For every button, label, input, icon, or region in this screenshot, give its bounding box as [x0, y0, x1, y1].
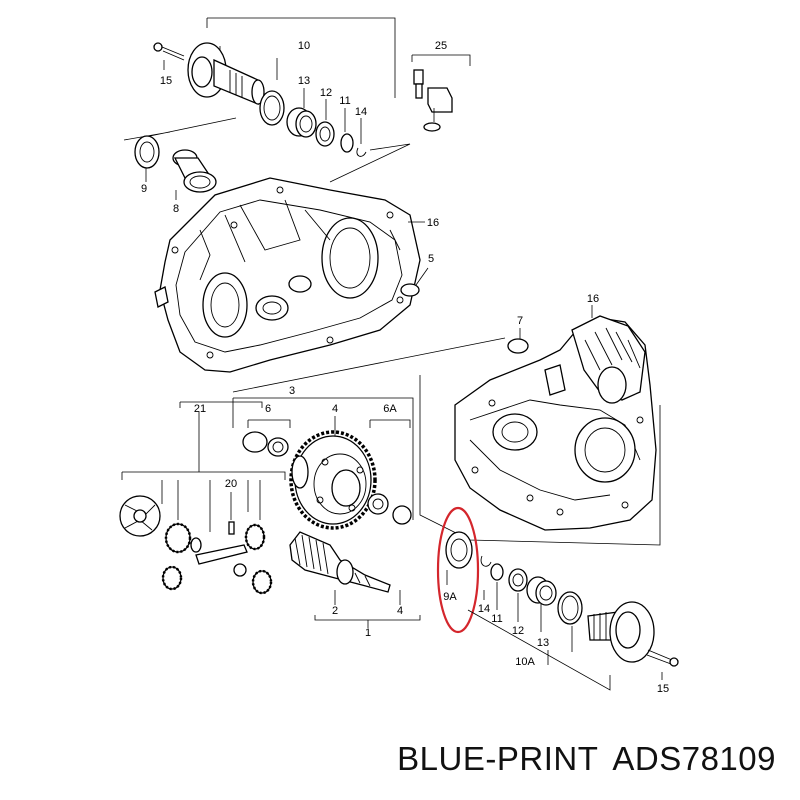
part-number: ADS78109 — [612, 740, 776, 777]
bearing-6a — [367, 493, 412, 525]
race-12b — [508, 568, 528, 592]
label-11a: 11 — [339, 95, 350, 107]
label-9A: 9A — [443, 591, 457, 603]
label-10A: 10A — [515, 656, 535, 668]
bearing-13b — [526, 576, 557, 606]
ring-gear-4 — [289, 430, 377, 530]
flange-10a — [587, 601, 655, 663]
washer-21b — [233, 563, 247, 577]
highlight-circle — [436, 506, 480, 634]
label-10: 10 — [298, 40, 310, 52]
label-8: 8 — [173, 203, 179, 215]
shim-11a — [340, 133, 354, 153]
label-4a: 4 — [332, 403, 338, 415]
label-20: 20 — [225, 478, 237, 490]
label-13b: 13 — [537, 637, 549, 649]
label-12a: 12 — [320, 87, 332, 99]
bevel-gear-21a — [164, 522, 192, 554]
label-1: 1 — [365, 627, 371, 639]
label-7: 7 — [517, 315, 523, 327]
label-14a: 14 — [355, 106, 367, 118]
seal-ring-b — [557, 591, 583, 625]
bolt-15b — [646, 649, 679, 667]
o-ring-7 — [507, 338, 529, 354]
part-caption: BLUE-PRINT ADS78109 — [397, 740, 776, 778]
flange-10 — [187, 42, 265, 105]
label-5: 5 — [428, 253, 434, 265]
diff-case-21 — [119, 495, 161, 537]
label-3: 3 — [289, 385, 295, 397]
shim-11b — [490, 563, 504, 581]
o-ring-5 — [400, 283, 420, 297]
bolt-15 — [153, 42, 185, 61]
label-2: 2 — [332, 605, 338, 617]
top-flange-assembly — [123, 17, 411, 183]
seal-9a — [445, 531, 473, 569]
seal-9 — [134, 135, 160, 169]
label-6: 6 — [265, 403, 271, 415]
sensor-25 — [411, 54, 471, 132]
label-9: 9 — [141, 183, 147, 195]
label-4b: 4 — [397, 605, 403, 617]
label-25: 25 — [435, 40, 447, 52]
cross-pin-20 — [195, 521, 248, 565]
label-15a: 15 — [160, 75, 172, 87]
circlip-14a — [356, 147, 367, 157]
gearbox-housing-16a — [154, 177, 421, 373]
label-11b: 11 — [491, 613, 502, 625]
brand-name: BLUE-PRINT — [397, 740, 599, 777]
bevel-gear-21c — [244, 523, 266, 551]
label-12b: 12 — [512, 625, 524, 637]
bevel-gear-21b — [161, 565, 183, 591]
label-16a: 16 — [427, 217, 439, 229]
bearing-6 — [242, 431, 289, 457]
bearing-13a — [286, 107, 317, 138]
pinion-shaft-2 — [289, 531, 391, 593]
washer-21 — [190, 537, 202, 553]
gearbox-housing-16b — [454, 315, 657, 531]
label-6A: 6A — [383, 403, 397, 415]
label-16b: 16 — [587, 293, 599, 305]
race-12a — [315, 121, 335, 147]
label-14b: 14 — [478, 603, 490, 615]
bevel-gear-21d — [251, 569, 273, 595]
label-15b: 15 — [657, 683, 669, 695]
circlip-14b — [480, 555, 492, 567]
bushing-8 — [172, 149, 217, 193]
label-21: 21 — [194, 403, 206, 415]
label-13a: 13 — [298, 75, 310, 87]
